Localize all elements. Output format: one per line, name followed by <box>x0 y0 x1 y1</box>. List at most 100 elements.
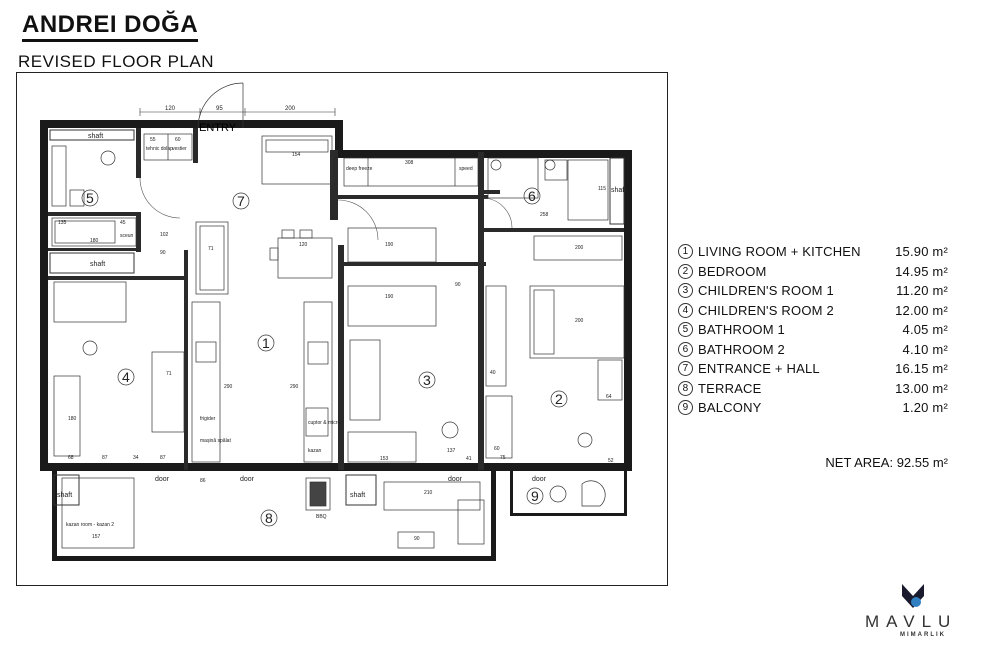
legend-room-area: 12.00 m² <box>895 302 948 318</box>
dim-258: 258 <box>540 212 549 218</box>
legend-room-area: 4.10 m² <box>902 341 948 357</box>
legend-room-name: BALCONY <box>698 400 762 416</box>
legend-room-area: 15.90 m² <box>895 244 948 260</box>
legend-room-area: 11.20 m² <box>896 283 948 299</box>
dim-190b: 190 <box>385 294 394 300</box>
balcony-furniture <box>549 480 606 507</box>
legend-number: 7 <box>678 361 693 377</box>
room-number-9: 9 <box>531 488 539 504</box>
technic-dolap-label: tehnic dolap <box>146 146 173 152</box>
legend-room-name: BATHROOM 1 <box>698 322 785 338</box>
dim-87b: 87 <box>160 455 166 461</box>
bbq-label: BBQ <box>316 514 327 520</box>
legend-number: 5 <box>678 322 693 338</box>
shaft-label-terrace-left: shaft <box>57 492 72 499</box>
room-number-5: 5 <box>86 190 94 206</box>
dim-90b: 90 <box>455 282 461 288</box>
legend-number: 4 <box>678 302 693 318</box>
legend-number: 6 <box>678 341 693 357</box>
logo-text: MAVLU <box>865 612 958 631</box>
legend-number: 9 <box>678 400 693 416</box>
mavlu-logo: MAVLU MIMARLIK <box>860 582 970 642</box>
children-room-1-furniture <box>347 227 459 463</box>
legend-room-area: 16.15 m² <box>895 361 948 377</box>
legend-number: 1 <box>678 244 693 260</box>
bathroom-1-fixtures <box>51 145 137 247</box>
dim-52: 52 <box>608 458 614 464</box>
room-number-6: 6 <box>528 188 536 204</box>
legend-row: 1 LIVING ROOM + KITCHEN 15.90 m² <box>678 242 948 262</box>
dim-210: 210 <box>424 490 433 496</box>
legend-room-name: CHILDREN'S ROOM 2 <box>698 302 834 318</box>
legend-room-area: 1.20 m² <box>902 400 948 416</box>
dim-180: 180 <box>90 238 99 244</box>
legend-row: 5 BATHROOM 1 4.05 m² <box>678 320 948 340</box>
dim-200b: 200 <box>575 318 584 324</box>
dim-75: 75 <box>500 455 506 461</box>
dim-87a: 87 <box>102 455 108 461</box>
legend-row: 3 CHILDREN'S ROOM 1 11.20 m² <box>678 281 948 301</box>
terrace-furniture <box>61 477 485 549</box>
vestier-label: vestier <box>172 146 187 152</box>
legend-room-name: ENTRANCE + HALL <box>698 361 820 377</box>
hall-bench <box>195 221 229 295</box>
dim-45: 45 <box>120 220 126 226</box>
room-number-2: 2 <box>555 391 563 407</box>
entry-label: ENTRY <box>199 122 237 134</box>
dim-137: 137 <box>447 448 456 454</box>
entrance-sofa <box>261 135 333 185</box>
children-room-2-furniture <box>53 281 185 457</box>
kitchen-storage-top <box>343 157 479 187</box>
legend-room-name: BEDROOM <box>698 263 767 279</box>
dim-115: 115 <box>598 186 606 192</box>
deep-freeze-label: deep freeze <box>346 166 373 172</box>
frigider-label: frigider <box>200 416 216 422</box>
shaft-label-bath: shaft <box>90 261 105 268</box>
room-number-4: 4 <box>122 369 130 385</box>
dim-200a: 200 <box>575 245 584 251</box>
logo-mark-icon <box>902 584 924 608</box>
hall-dining-set <box>269 229 333 279</box>
bathroom-2-fixtures <box>487 157 609 221</box>
legend-number: 8 <box>678 380 693 396</box>
door-label-3: door <box>448 476 463 483</box>
dim-90a: 90 <box>160 250 166 256</box>
technic-storage <box>143 133 193 161</box>
dim-60: 60 <box>175 137 181 143</box>
dim-41: 41 <box>466 456 472 462</box>
legend-row: 4 CHILDREN'S ROOM 2 12.00 m² <box>678 301 948 321</box>
room-number-7: 7 <box>237 193 245 209</box>
bedroom-furniture <box>485 235 625 459</box>
dim-71b: 71 <box>166 371 172 377</box>
project-title: ANDREI DOĞA <box>22 12 199 42</box>
legend-room-area: 4.05 m² <box>902 322 948 338</box>
dim-154: 154 <box>292 152 301 158</box>
dim-290a: 290 <box>224 384 233 390</box>
legend-row: 9 BALCONY 1.20 m² <box>678 398 948 418</box>
kazan-room-label: kazan room - kazan 2 <box>66 522 114 528</box>
shaft-label-top-left: shaft <box>88 133 103 140</box>
legend-number: 3 <box>678 283 693 299</box>
dim-71a: 71 <box>208 246 214 252</box>
dim-55: 55 <box>150 137 156 143</box>
legend-room-name: LIVING ROOM + KITCHEN <box>698 244 861 260</box>
legend-room-name: CHILDREN'S ROOM 1 <box>698 283 834 299</box>
dim-60c: 60 <box>494 446 500 452</box>
masina-label: mașină spălat <box>200 438 231 444</box>
dim-153: 153 <box>380 456 389 462</box>
room-number-markers <box>81 187 568 527</box>
speed-label: speed <box>459 166 473 172</box>
room-number-1: 1 <box>262 335 270 351</box>
dim-190a: 190 <box>385 242 394 248</box>
dim-top-120: 120 <box>165 106 176 112</box>
hall-doors <box>139 177 513 241</box>
cuptor-micro-label: cuptor & micro <box>308 420 340 426</box>
room-number-3: 3 <box>423 372 431 388</box>
shafts <box>49 129 625 506</box>
legend-room-area: 14.95 m² <box>895 263 948 279</box>
dim-157: 157 <box>92 534 101 540</box>
